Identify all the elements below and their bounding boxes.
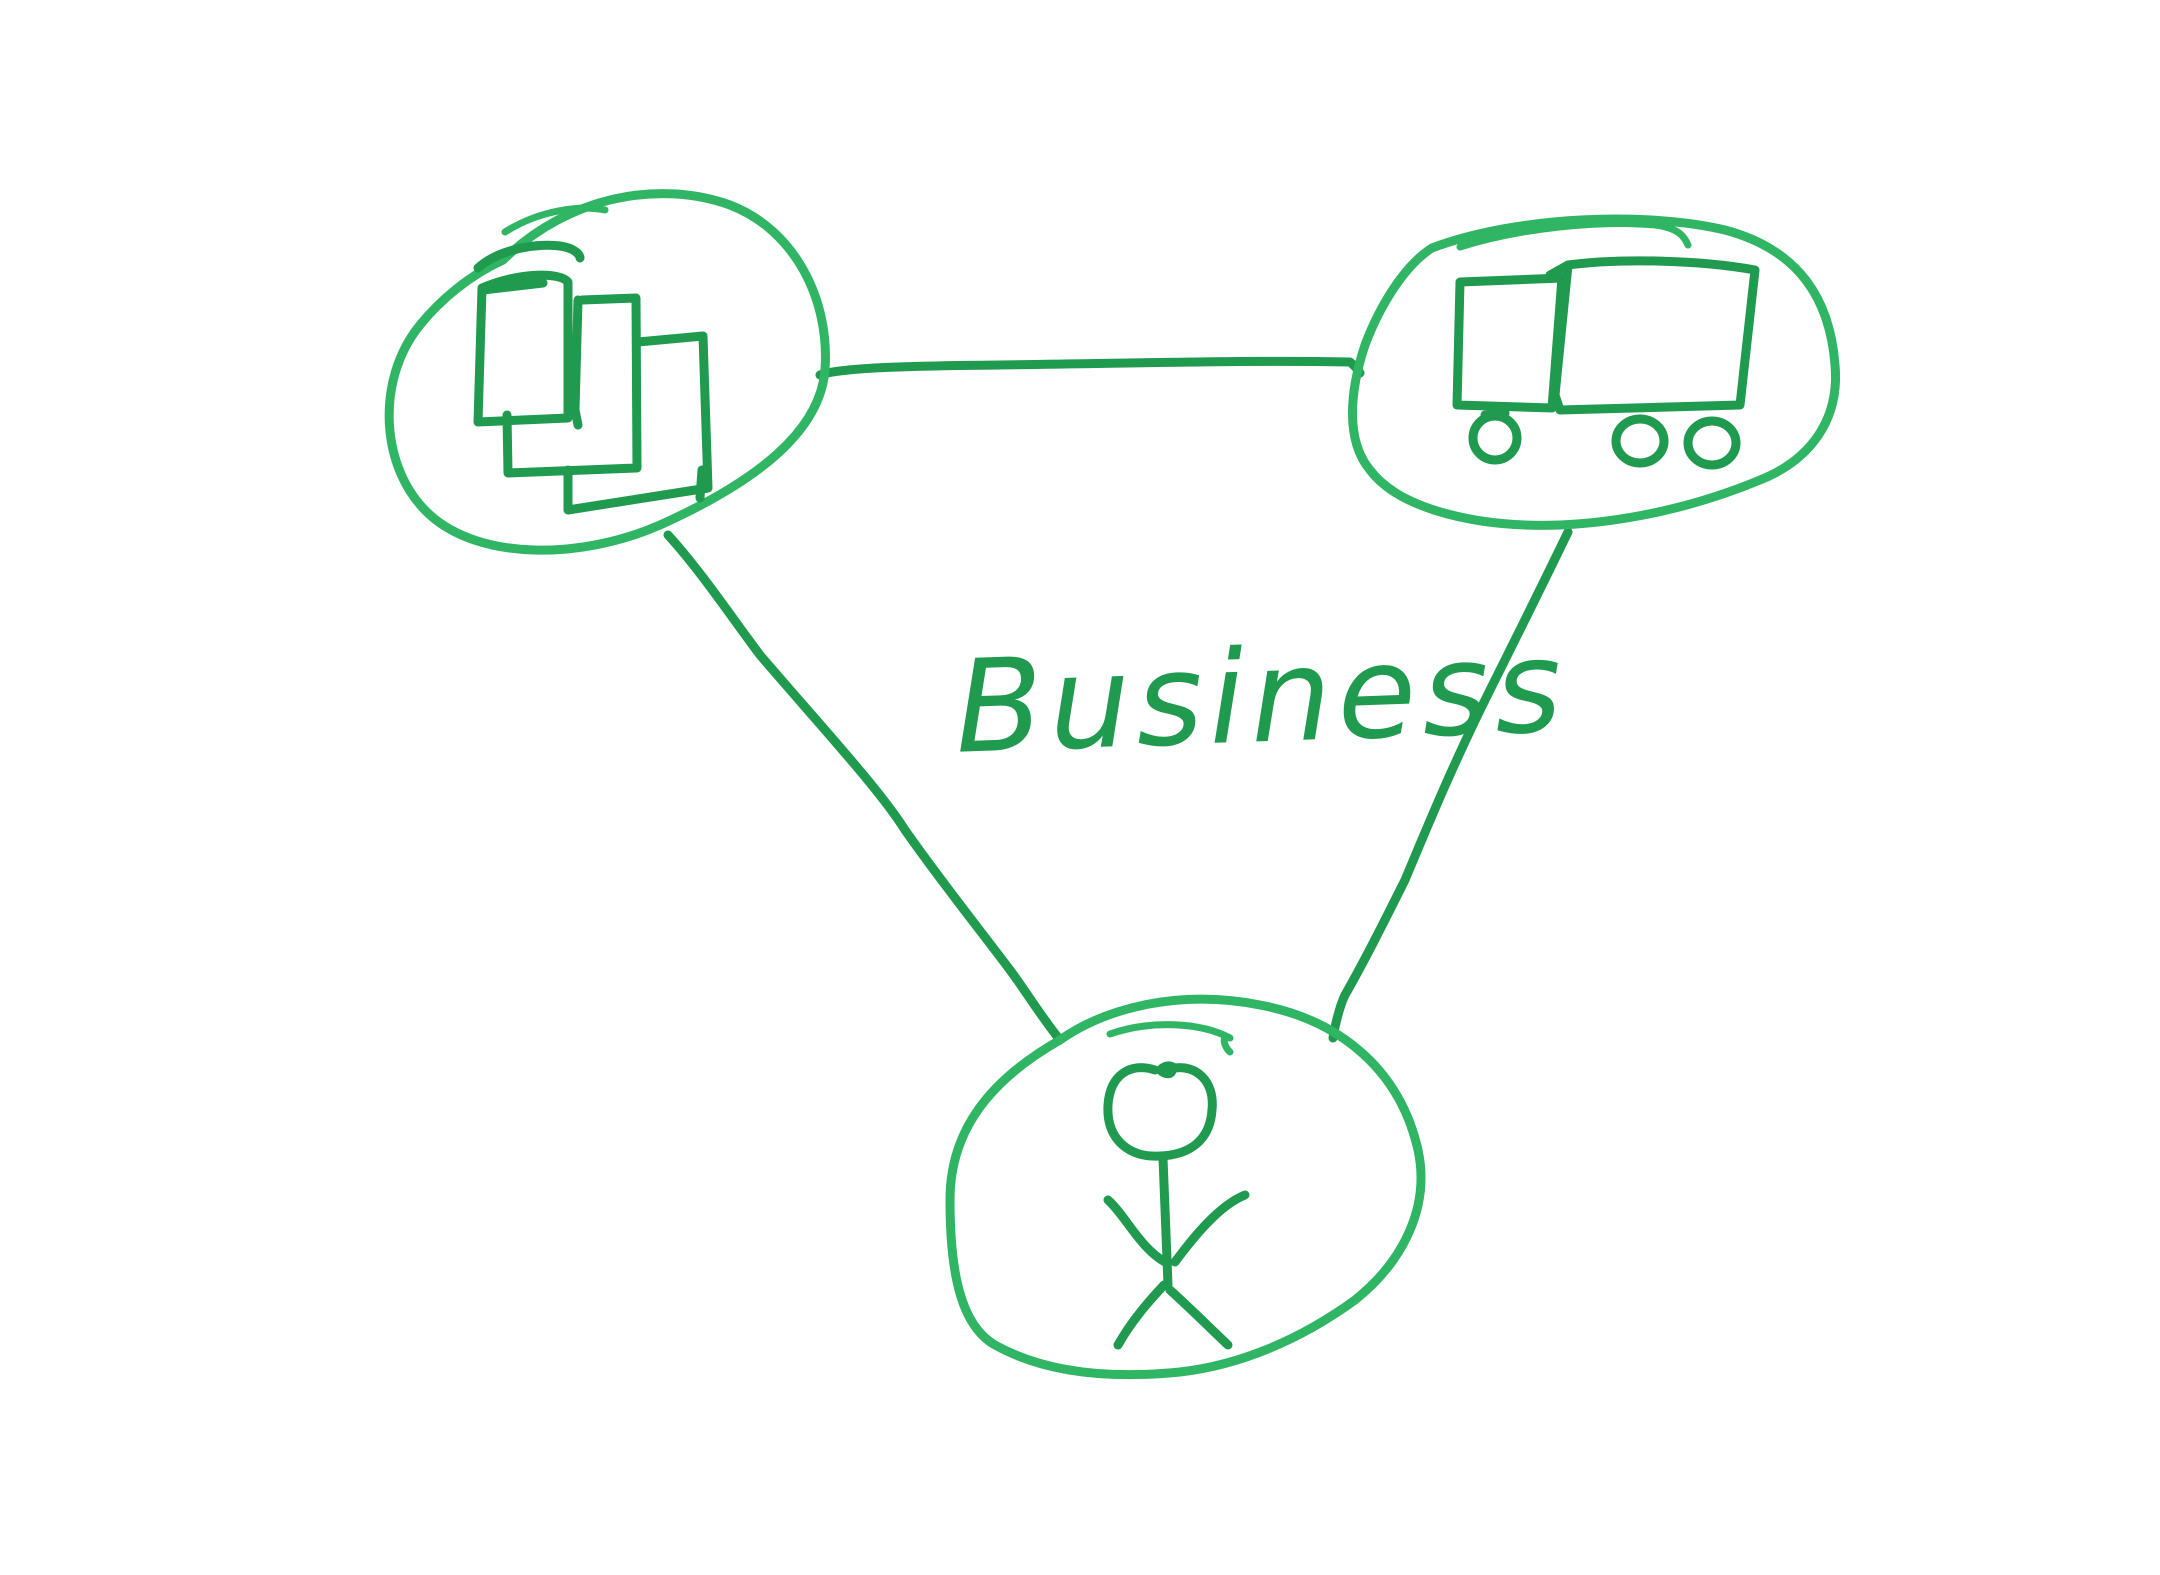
figure-left-arm bbox=[1103, 1195, 1170, 1267]
node-truck-circle bbox=[1348, 214, 1841, 530]
figure-head bbox=[1103, 1061, 1217, 1161]
edge-truck-person bbox=[1328, 527, 1573, 1043]
truck-wheel-2 bbox=[1611, 414, 1669, 468]
node-buildings-circle bbox=[384, 189, 830, 555]
node-person bbox=[945, 994, 1426, 1380]
figure-right-arm bbox=[1170, 1190, 1250, 1267]
node-buildings bbox=[384, 189, 830, 555]
figure-left-leg bbox=[1113, 1280, 1169, 1350]
truck-wheel-1 bbox=[1468, 411, 1522, 465]
buildings-icon bbox=[473, 240, 713, 515]
truck-icon bbox=[1452, 256, 1760, 470]
edge-buildings-person bbox=[663, 530, 1065, 1045]
truck-wheel-3 bbox=[1683, 416, 1741, 470]
node-person-circle bbox=[945, 994, 1426, 1380]
stick-figure-icon bbox=[1103, 1061, 1250, 1350]
center-label: Business bbox=[953, 612, 1570, 782]
figure-right-leg bbox=[1165, 1285, 1233, 1350]
edges bbox=[663, 356, 1573, 1045]
node-truck bbox=[1348, 214, 1841, 530]
edge-buildings-truck bbox=[815, 356, 1365, 380]
